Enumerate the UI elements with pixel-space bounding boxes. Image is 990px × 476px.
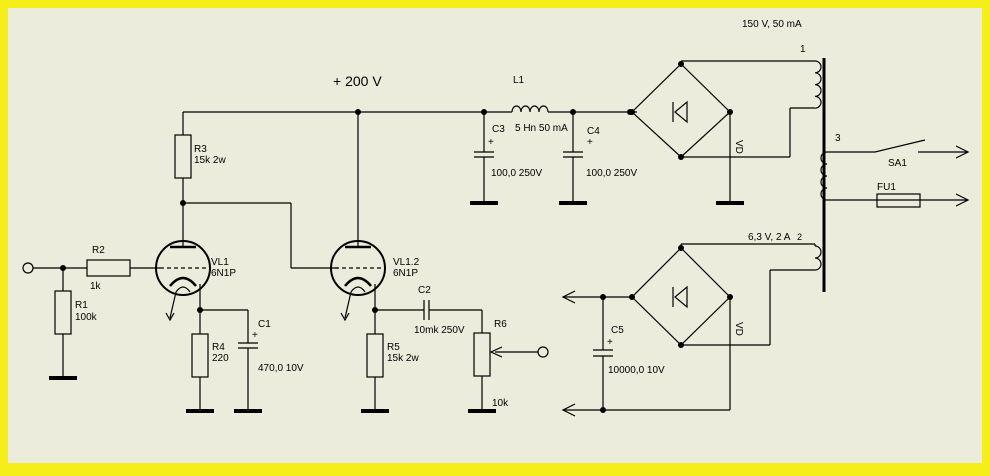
supply-voltage-label: + 200 V [333, 73, 382, 89]
output-terminal[interactable] [537, 346, 549, 358]
VD-top-label: VD [733, 140, 744, 154]
C5-value: 10000,0 10V [608, 365, 665, 376]
C5-name: C5 [611, 325, 624, 336]
canvas [8, 8, 982, 463]
tube-VL1: VL1 6N1P [155, 240, 236, 322]
resistor-R4: R4 220 [186, 307, 229, 413]
VL1-name: VL1 [211, 257, 229, 268]
FU1-label: FU1 [877, 182, 896, 193]
trafo-rating-2: 6,3 V, 2 A [748, 232, 791, 243]
C3-value: 100,0 250V [491, 168, 542, 179]
VD-bottom-label: VD [733, 322, 744, 336]
C5-plus: + [607, 337, 613, 348]
winding-3-label: 3 [835, 133, 841, 144]
capacitor-C5: + C5 10000,0 10V [561, 290, 730, 417]
R3-name: R3 [194, 144, 207, 155]
C1-name: C1 [258, 319, 271, 330]
R2-name: R2 [92, 245, 105, 256]
C2-value: 10mk 250V [414, 325, 465, 336]
SA1-label: SA1 [888, 158, 907, 169]
R1-name: R1 [75, 300, 88, 311]
R3-value: 15k 2w [194, 155, 226, 166]
R6-value: 10k [492, 398, 509, 409]
trafo-rating-1: 150 V, 50 mA [742, 19, 802, 30]
C3-name: C3 [492, 124, 505, 135]
input-terminal[interactable] [22, 262, 34, 274]
capacitor-C3: + C3 100,0 250V [470, 112, 542, 205]
resistor-R3: R3 15k 2w [174, 112, 338, 269]
switch-SA1: SA1 [827, 139, 970, 169]
potentiometer-R6: R6 10k [468, 310, 549, 413]
capacitor-C2: C2 10mk 250V [375, 285, 482, 336]
R5-value: 15k 2w [387, 353, 419, 364]
C1-value: 470,0 10V [258, 363, 304, 374]
R5-name: R5 [387, 342, 400, 353]
C4-plus: + [587, 137, 593, 148]
C4-name: C4 [587, 126, 600, 137]
L1-value: 5 Hn 50 mA [515, 123, 568, 134]
transformer: 150 V, 50 mA 1 3 6,3 V, 2 A 2 [742, 19, 841, 292]
C4-value: 100,0 250V [586, 168, 637, 179]
bridge-rectifier-bottom: VD [629, 243, 816, 410]
R2-value: 1k [90, 281, 102, 292]
inductor-L1: L1 5 Hn 50 mA [511, 75, 568, 134]
R4-value: 220 [212, 353, 229, 364]
C3-plus: + [488, 137, 494, 148]
tube-VL1-2: VL1.2 6N1P [330, 112, 420, 322]
capacitor-C1: + C1 470,0 10V [200, 309, 304, 413]
bridge-rectifier-top: VD [629, 60, 815, 205]
resistor-R5: R5 15k 2w [361, 307, 419, 413]
R1-value: 100k [75, 312, 98, 323]
C2-name: C2 [418, 285, 431, 296]
capacitor-C4: + C4 100,0 250V [559, 112, 637, 205]
fuse-FU1: FU1 [827, 182, 970, 208]
VL12-name: VL1.2 [393, 257, 420, 268]
L1-name: L1 [513, 75, 525, 86]
VL1-type: 6N1P [211, 268, 236, 279]
R6-name: R6 [494, 319, 507, 330]
C1-plus: + [252, 330, 258, 341]
winding-2-label: 2 [797, 232, 802, 242]
winding-1-label: 1 [800, 44, 806, 55]
VL12-type: 6N1P [393, 268, 418, 279]
R4-name: R4 [212, 342, 225, 353]
